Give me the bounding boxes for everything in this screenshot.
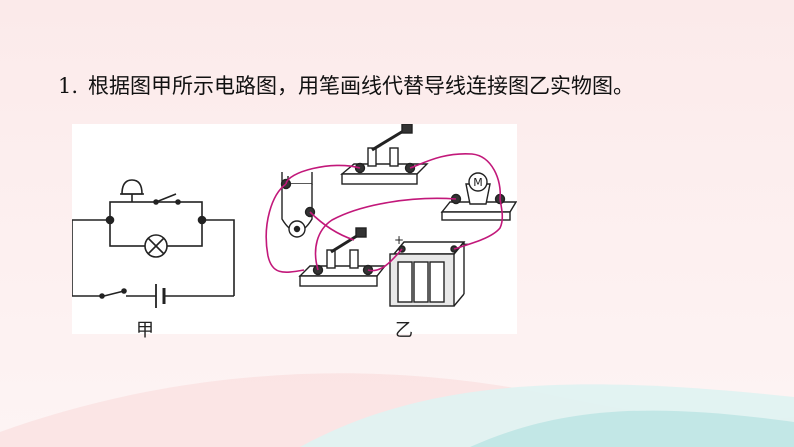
motor-symbol: M <box>473 176 483 189</box>
question-number: 1. <box>58 74 79 98</box>
battery-plus-label: + <box>394 233 404 247</box>
figure-label-yi: 乙 <box>395 320 413 341</box>
switch-bottom <box>298 227 387 287</box>
background-wave <box>0 373 794 447</box>
circuit-schematic <box>72 179 235 308</box>
question-body: 根据图甲所示电路图，用笔画线代替导线连接图乙实物图。 <box>88 74 635 98</box>
question-text: 1. 根据图甲所示电路图，用笔画线代替导线连接图乙实物图。 <box>58 70 634 100</box>
connecting-wires <box>265 153 504 273</box>
battery-pack <box>389 241 466 307</box>
figure-label-jia: 甲 <box>136 320 154 341</box>
switch-top <box>340 124 429 185</box>
battery-minus-label: − <box>460 237 470 251</box>
motor: M <box>440 172 517 221</box>
circuit-figure: M <box>72 124 517 341</box>
physical-components: M <box>265 124 517 307</box>
